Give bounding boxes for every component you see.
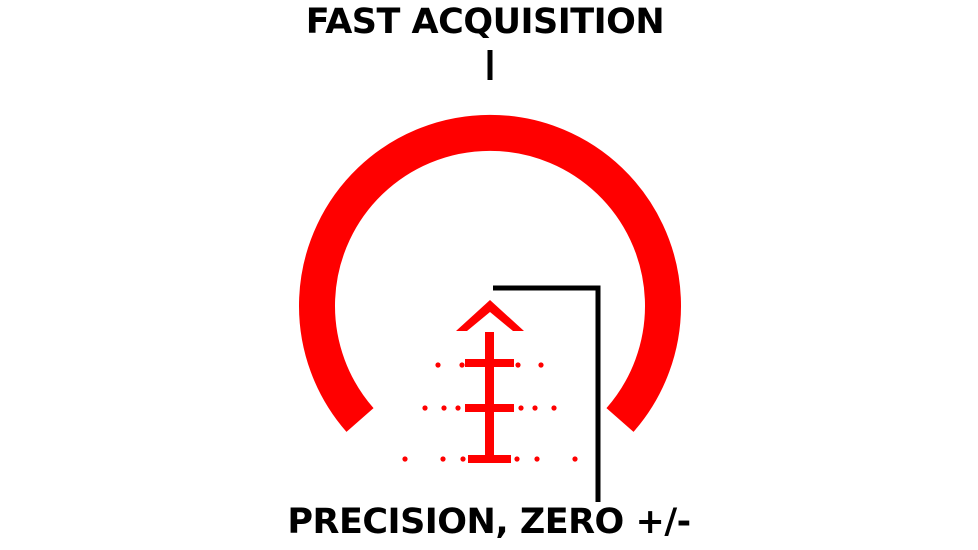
hash-bar-lower [468, 455, 511, 463]
stadia-dot [538, 362, 544, 368]
stadia-dot [532, 405, 538, 411]
stadia-dot [534, 456, 540, 462]
stadia-dot [441, 405, 447, 411]
stadia-dot [455, 405, 461, 411]
stadia-dot [460, 456, 466, 462]
dot-grid-icon [402, 362, 578, 462]
stadia-dot [459, 362, 465, 368]
stadia-dot [440, 456, 446, 462]
stadia-dot [402, 456, 408, 462]
bottom-leader-line [493, 285, 601, 502]
stadia-dot [515, 362, 521, 368]
chevron-up-icon [456, 300, 524, 331]
stadia-dot [514, 456, 520, 462]
fast-acquisition-label: FAST ACQUISITION [305, 2, 665, 42]
stadia-dot [572, 456, 578, 462]
hash-bar-upper [465, 359, 514, 367]
stadia-dot [551, 405, 557, 411]
precision-zero-label: PRECISION, ZERO +/- [287, 502, 691, 542]
vertical-post [485, 332, 494, 460]
stadia-dot [422, 405, 428, 411]
horseshoe-ring-icon [299, 114, 681, 432]
hash-bar-middle [465, 404, 514, 412]
stadia-dot [435, 362, 441, 368]
stadia-dot [518, 405, 524, 411]
